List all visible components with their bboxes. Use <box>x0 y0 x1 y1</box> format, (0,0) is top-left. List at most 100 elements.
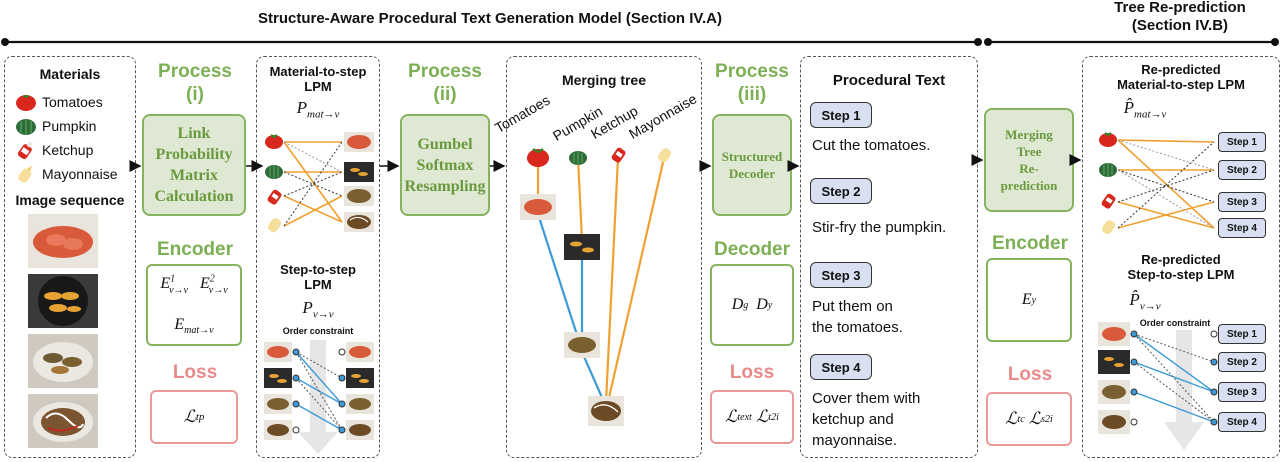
process3-heading-line1: Process <box>715 61 789 82</box>
food-photo <box>1098 322 1130 346</box>
formula-symbol: ℒ <box>1005 409 1018 428</box>
process1-box-line: Probability <box>155 146 233 163</box>
pumpkin-icon <box>265 165 283 179</box>
formula-symbol: P̂ <box>1129 290 1140 309</box>
formula-sub: v→v <box>169 284 188 296</box>
formula-symbol: D <box>756 296 768 313</box>
food-photo <box>264 420 292 440</box>
step-4-text: Cover them with ketchup and mayonnaise. <box>812 388 976 451</box>
formula-sup: 2 <box>209 274 215 286</box>
step-3-text: Put them on the tomatoes. <box>812 296 976 338</box>
step-lpm-title-line1: Step-to-step <box>280 262 356 277</box>
mayonnaise-icon <box>18 165 32 183</box>
repred-step-step-1: Step 1 <box>1218 324 1266 344</box>
repred-mat-formula: P̂mat→v <box>1090 98 1200 120</box>
process3-box-line: Decoder <box>728 166 776 181</box>
ketchup-icon <box>611 147 626 163</box>
link-probability-matrix-box: Link Probability Matrix Calculation <box>142 114 246 216</box>
encoder2-heading: Encoder <box>991 233 1069 254</box>
process2-heading-line1: Process <box>408 61 482 82</box>
mat-lpm-formula: Pmat→v <box>256 98 380 120</box>
food-photo <box>28 394 98 448</box>
repred-mat-title-line2: Material-to-step LPM <box>1117 77 1245 92</box>
formula-sub: t2i <box>768 411 779 423</box>
encoder-formula: E2v→v <box>200 274 228 296</box>
food-photo <box>564 234 600 260</box>
pumpkin-icon <box>1099 163 1117 177</box>
formula-sub: v→v <box>312 308 334 321</box>
tomato-icon <box>527 148 549 167</box>
merging-tree-graph <box>520 147 672 426</box>
material-ketchup: Ketchup <box>14 138 118 162</box>
food-photo <box>28 274 98 328</box>
step-4-text-line2: ketchup and <box>812 411 894 428</box>
food-photo <box>1098 350 1130 374</box>
repred-box-line: Re- <box>1019 161 1039 176</box>
repred-panel <box>1082 56 1280 458</box>
food-photo <box>264 342 292 362</box>
food-photo <box>346 342 374 362</box>
mayonnaise-icon <box>1102 220 1116 235</box>
material-tomatoes: Tomatoes <box>14 90 118 114</box>
repred-step-title: Re-predicted Step-to-step LPM <box>1082 252 1280 282</box>
mayonnaise-icon <box>268 218 282 233</box>
formula-symbol: E <box>1021 291 1032 308</box>
structured-decoder-box: Structured Decoder <box>712 114 792 216</box>
image-sequence-heading: Image sequence <box>15 192 125 208</box>
step-lpm-graph <box>264 340 374 454</box>
section-bracket-lines <box>1 38 1279 46</box>
tomato-icon <box>16 95 36 111</box>
food-photo <box>1098 410 1130 434</box>
food-photo <box>346 394 374 414</box>
encoder1-heading: Encoder <box>156 239 234 260</box>
tomato-icon <box>265 134 283 149</box>
step-lpm-title: Step-to-step LPM <box>256 262 380 292</box>
procedural-text-panel <box>800 56 978 458</box>
repred-mat-graph <box>1099 132 1215 235</box>
food-photo <box>264 394 292 414</box>
repred-mat-title: Re-predicted Material-to-step LPM <box>1082 62 1280 92</box>
formula-symbol: ℒ <box>1028 409 1042 428</box>
decoder-heading: Decoder <box>713 239 791 260</box>
loss3-heading: Loss <box>1007 364 1053 385</box>
material-label: Pumpkin <box>42 118 97 134</box>
repred-step-title-line2: Step-to-step LPM <box>1127 267 1235 282</box>
food-photo <box>344 186 374 206</box>
formula-sub: mat→v <box>184 324 214 336</box>
repred-mat-step-3: Step 3 <box>1218 192 1266 212</box>
formula-symbol: P <box>302 298 313 317</box>
material-pumpkin: Pumpkin <box>14 114 118 138</box>
loss2-heading: Loss <box>729 362 775 383</box>
loss1-heading: Loss <box>172 362 218 383</box>
process2-heading-line2: (ii) <box>433 84 457 105</box>
encoder1-box: E1v→v E2v→v Emat→v <box>146 264 242 346</box>
process3-box-line: Structured <box>721 149 783 164</box>
ketchup-icon <box>17 141 33 160</box>
process1-box-line: Link <box>177 125 211 142</box>
process2-box-line: Resampling <box>404 177 486 195</box>
food-photo <box>344 212 374 232</box>
repred-step-formula: P̂v→v <box>1100 290 1190 312</box>
formula-symbol: P̂ <box>1123 98 1134 117</box>
formula-sub: y <box>767 299 773 311</box>
process3-heading: Process (iii) <box>704 60 800 106</box>
material-mayonnaise: Mayonnaise <box>14 162 118 186</box>
food-photo <box>588 396 624 426</box>
formula-symbol: ℒ <box>756 407 769 426</box>
process2-box-line: Gumbel <box>417 135 473 153</box>
materials-heading: Materials <box>39 66 101 82</box>
repred-box-line: Merging <box>1005 127 1053 142</box>
food-photo <box>1098 380 1130 404</box>
step-2-text: Stir-fry the pumpkin. <box>812 219 947 236</box>
ketchup-icon <box>267 189 282 205</box>
step-1-badge: Step 1 <box>810 102 872 128</box>
process1-heading-line1: Process <box>158 61 232 82</box>
step-4-text-line3: mayonnaise. <box>812 432 898 449</box>
merging-tree-panel <box>506 56 702 458</box>
ketchup-icon <box>1101 193 1116 209</box>
process1-box-line: Calculation <box>154 188 234 205</box>
formula-symbol: D <box>731 296 744 313</box>
